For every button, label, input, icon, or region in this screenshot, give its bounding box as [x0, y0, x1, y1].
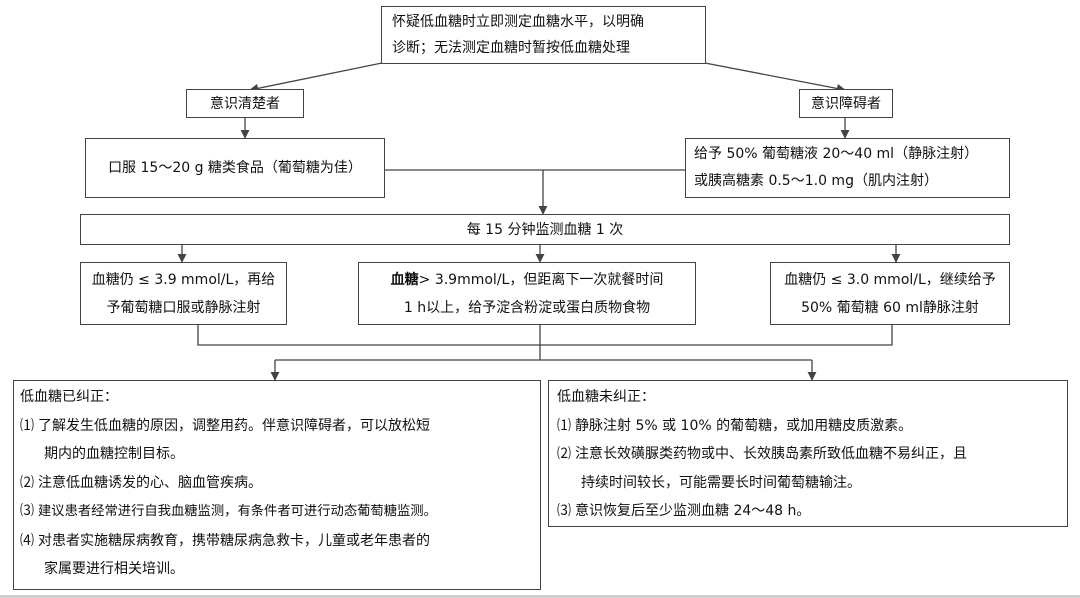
- not-corrected-item-line-1: 静脉注射 5% 或 10% 的葡萄糖，或加用糖皮质激素。: [575, 417, 913, 434]
- not-corrected-item-line-1: 意识恢复后至少监测血糖 24～48 h。: [575, 503, 811, 519]
- oral-glucose-box: 口服 15～20 g 糖类食品（葡萄糖为佳）: [85, 138, 385, 198]
- arrow-top-to-impaired: [704, 62, 846, 93]
- impaired-label: 意识障碍者: [811, 95, 881, 112]
- corrected-item-num: ⑵: [20, 474, 34, 491]
- monitor-text: 每 15 分钟监测血糖 1 次: [466, 221, 624, 238]
- not-corrected-item: ⑴静脉注射 5% 或 10% 的葡萄糖，或加用糖皮质激素。: [557, 412, 1059, 441]
- outcome-mid-line-1-rest: > 3.9mmol/L，但距离下一次就餐时间: [418, 271, 664, 288]
- corrected-item-line-1: 注意低血糖诱发的心、脑血管疾病。: [38, 474, 262, 491]
- outcome-right-line-2: 50% 葡萄糖 60 ml静脉注射: [801, 299, 979, 316]
- not-corrected-item: ⑵注意长效磺脲类药物或中、长效胰岛素所致低血糖不易纠正，且 持续时间较长，可能需…: [557, 440, 1059, 497]
- corrected-item-line-2: 家属要进行相关培训。: [44, 561, 184, 577]
- injection-box: 给予 50% 葡萄糖液 20～40 ml（静脉注射） 或胰高糖素 0.5～1.0…: [685, 138, 1010, 198]
- outcome-mid-bold: 血糖: [390, 271, 419, 288]
- connector-outcomes-merge: [197, 325, 893, 346]
- monitor-box: 每 15 分钟监测血糖 1 次: [80, 214, 1010, 245]
- corrected-item-num: ⑶: [20, 503, 34, 519]
- outcome-mid-line-1: 血糖> 3.9mmol/L，但距离下一次就餐时间: [391, 266, 664, 294]
- outcome-right-line-1: 血糖仍 ≤ 3.0 mmol/L，继续给予: [784, 271, 996, 288]
- corrected-item: ⑵注意低血糖诱发的心、脑血管疾病。: [20, 469, 534, 498]
- corrected-box: 低血糖已纠正： ⑴了解发生低血糖的原因，调整用药。伴意识障碍者，可以放松短 期内…: [13, 380, 541, 590]
- conscious-label-box: 意识清楚者: [186, 89, 304, 118]
- outcome-mid-box: 血糖> 3.9mmol/L，但距离下一次就餐时间 1 h以上，给予淀含粉淀或蛋白…: [358, 262, 696, 325]
- not-corrected-item-line-1: 注意长效磺脲类药物或中、长效胰岛素所致低血糖不易纠正，且: [575, 446, 967, 462]
- not-corrected-box: 低血糖未纠正： ⑴静脉注射 5% 或 10% 的葡萄糖，或加用糖皮质激素。 ⑵注…: [548, 380, 1068, 527]
- injection-line-2: 或胰高糖素 0.5～1.0 mg（肌内注射）: [694, 173, 938, 189]
- corrected-item-line-1: 了解发生低血糖的原因，调整用药。伴意识障碍者，可以放松短: [38, 417, 430, 434]
- corrected-item: ⑷对患者实施糖尿病教育，携带糖尿病急救卡，儿童或老年患者的 家属要进行相关培训。: [20, 527, 534, 584]
- corrected-item: ⑴了解发生低血糖的原因，调整用药。伴意识障碍者，可以放松短 期内的血糖控制目标。: [20, 412, 534, 469]
- not-corrected-item-num: ⑵: [557, 446, 571, 462]
- top-line-2: 诊断；无法测定血糖时暂按低血糖处理: [392, 40, 630, 56]
- corrected-item-num: ⑴: [20, 417, 34, 434]
- not-corrected-item-num: ⑶: [557, 503, 571, 519]
- conscious-label: 意识清楚者: [210, 95, 280, 112]
- not-corrected-item-num: ⑴: [557, 417, 571, 434]
- arrow-top-to-conscious: [249, 62, 383, 93]
- outcome-mid-line-2: 1 h以上，给予淀含粉淀或蛋白质物食物: [403, 299, 651, 316]
- not-corrected-item: ⑶意识恢复后至少监测血糖 24～48 h。: [557, 497, 1059, 526]
- oral-glucose-text: 口服 15～20 g 糖类食品（葡萄糖为佳）: [108, 160, 362, 176]
- corrected-title: 低血糖已纠正：: [20, 389, 118, 405]
- outcome-left-line-1: 血糖仍 ≤ 3.9 mmol/L，再给: [91, 271, 276, 288]
- injection-line-1: 给予 50% 葡萄糖液 20～40 ml（静脉注射）: [694, 146, 979, 162]
- top-line-1: 怀疑低血糖时立即测定血糖水平，以明确: [392, 14, 644, 30]
- corrected-item-num: ⑷: [20, 532, 34, 549]
- corrected-item-line-1: 建议患者经常进行自我血糖监测，有条件者可进行动态葡萄糖监测。: [38, 504, 437, 519]
- not-corrected-title: 低血糖未纠正：: [557, 389, 655, 405]
- impaired-label-box: 意识障碍者: [799, 89, 893, 118]
- corrected-item-line-1: 对患者实施糖尿病教育，携带糖尿病急救卡，儿童或老年患者的: [38, 532, 430, 549]
- not-corrected-item-line-2: 持续时间较长，可能需要长时间葡萄糖输注。: [581, 474, 861, 491]
- suspect-hypoglycemia-box: 怀疑低血糖时立即测定血糖水平，以明确 诊断；无法测定血糖时暂按低血糖处理: [381, 6, 706, 64]
- corrected-item: ⑶ 建议患者经常进行自我血糖监测，有条件者可进行动态葡萄糖监测。: [20, 497, 534, 527]
- outcome-left-box: 血糖仍 ≤ 3.9 mmol/L，再给 予葡萄糖口服或静脉注射: [80, 262, 287, 325]
- page-bottom-rule: [0, 595, 1080, 598]
- outcome-right-box: 血糖仍 ≤ 3.0 mmol/L，继续给予 50% 葡萄糖 60 ml静脉注射: [770, 262, 1010, 325]
- outcome-left-line-2: 予葡萄糖口服或静脉注射: [106, 299, 261, 316]
- corrected-item-line-2: 期内的血糖控制目标。: [44, 446, 184, 462]
